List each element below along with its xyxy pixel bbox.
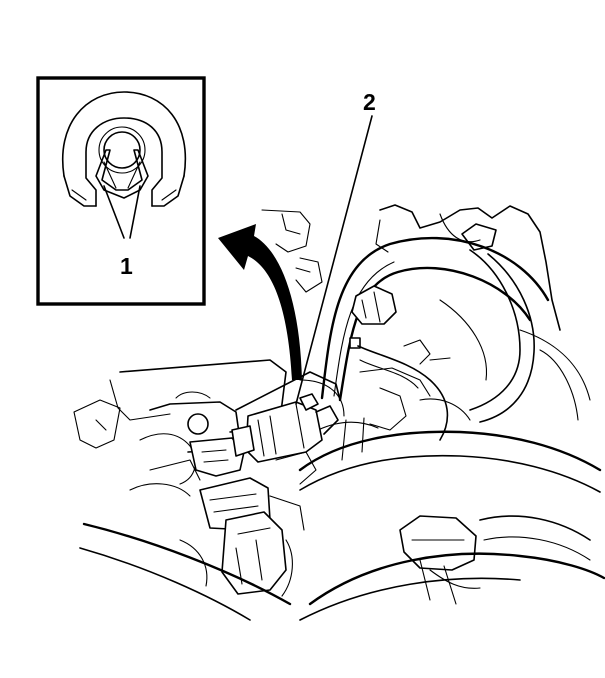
retainer-clip-icon — [61, 91, 187, 207]
engine-compartment — [73, 204, 605, 621]
tab-pointer-left — [103, 185, 125, 239]
tab-pointer-right — [129, 185, 141, 239]
callout-1: 1 — [120, 253, 133, 279]
callout-2: 2 — [363, 89, 376, 115]
detail-inset — [36, 76, 206, 306]
sensor-leader-line — [295, 115, 373, 405]
sensor-assembly — [231, 393, 339, 463]
curved-arrow-icon — [218, 224, 302, 380]
